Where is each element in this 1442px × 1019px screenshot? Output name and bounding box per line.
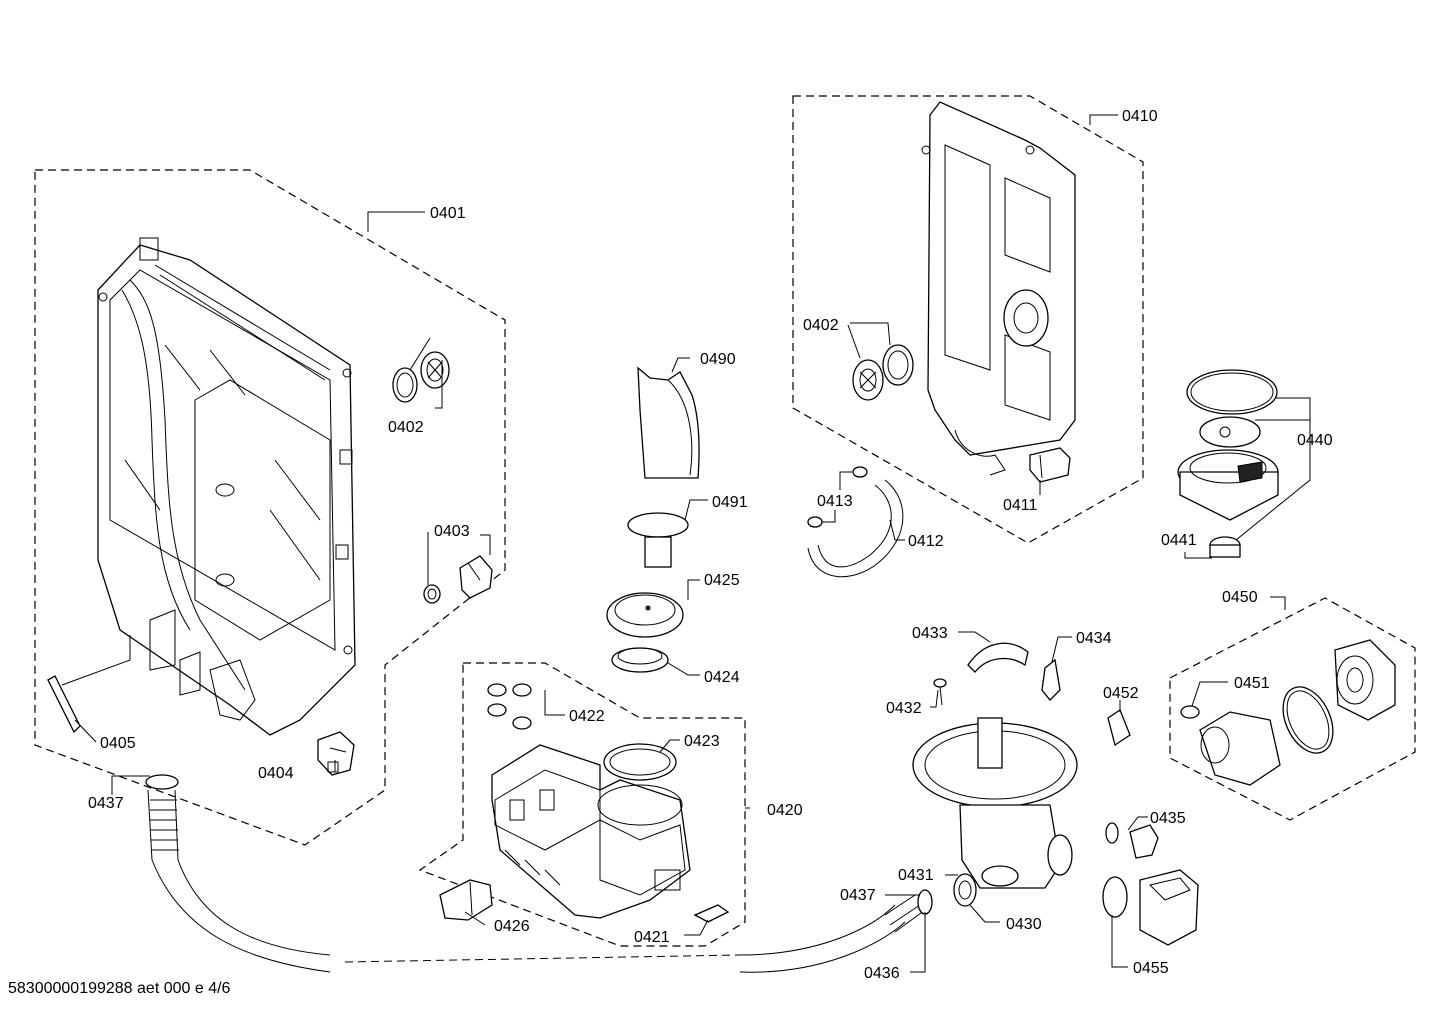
clip-part-0405 [47, 675, 81, 734]
label-0450: 0450 [1222, 589, 1258, 606]
label-0421: 0421 [634, 929, 670, 946]
group-0410-outline [792, 95, 1144, 544]
label-0434: 0434 [1076, 630, 1112, 647]
label-0411: 0411 [1003, 497, 1038, 514]
label-0455: 0455 [1133, 960, 1169, 977]
label-0437-right: 0437 [840, 887, 876, 904]
label-0402-left: 0402 [388, 419, 424, 436]
connector-part-0404 [317, 731, 355, 776]
label-0430: 0430 [1006, 916, 1042, 933]
funnel-cap-0491 [627, 512, 689, 568]
label-0441: 0441 [1161, 532, 1197, 549]
label-0432: 0432 [886, 700, 922, 717]
ring-part-0423 [603, 743, 677, 781]
group-0401-outline [34, 169, 506, 846]
ring-part-0424 [611, 647, 669, 673]
side-panel-part-0410 [921, 101, 1076, 476]
hose-part-0412 [807, 479, 904, 578]
valve-part-0411 [1029, 447, 1071, 483]
heater-pump-0455 [1102, 869, 1199, 946]
sump-part-0430 [912, 717, 1078, 889]
sensor-part-0426 [439, 879, 493, 921]
label-0403: 0403 [434, 523, 470, 540]
label-0440: 0440 [1297, 432, 1333, 449]
label-0424: 0424 [704, 669, 740, 686]
filter-part-0431 [953, 873, 977, 907]
drain-hose-0437 [145, 774, 906, 973]
funnel-part-0490 [637, 366, 700, 479]
seal-part-0435 [1105, 822, 1159, 859]
hose-end-0436 [884, 889, 933, 933]
seal-ring-0440 [1186, 369, 1278, 448]
label-0404: 0404 [258, 765, 294, 782]
label-0426: 0426 [494, 918, 530, 935]
gasket-ring-0402-left [392, 351, 450, 403]
label-0435: 0435 [1150, 810, 1186, 827]
label-0401: 0401 [430, 205, 466, 222]
sensor-part-0441 [1209, 536, 1241, 558]
label-0437-left: 0437 [88, 795, 124, 812]
screw-part-0432 [933, 678, 947, 706]
clip-part-0452 [1107, 709, 1131, 747]
group-0420-outline [418, 662, 746, 947]
label-0490: 0490 [700, 351, 736, 368]
label-0436: 0436 [864, 965, 900, 982]
seal-ring-0450 [1282, 686, 1334, 754]
label-0405: 0405 [100, 735, 136, 752]
label-0431: 0431 [898, 867, 934, 884]
label-0412: 0412 [908, 533, 944, 550]
side-panel-part-0401 [97, 237, 356, 736]
cap-part-0425 [606, 592, 684, 638]
leader-lines [61, 114, 1311, 973]
clip-part-0434 [1041, 658, 1061, 701]
clip-part-0451 [1180, 705, 1200, 719]
seal-set-0422 [487, 683, 532, 730]
label-0422: 0422 [569, 708, 605, 725]
label-0413: 0413 [817, 493, 853, 510]
housing-part-0440 [1177, 449, 1279, 521]
clip-part-0421 [693, 904, 730, 923]
label-0491: 0491 [712, 494, 748, 511]
label-0410: 0410 [1122, 108, 1158, 125]
label-0423: 0423 [684, 733, 720, 750]
document-footer-code: 58300000199288 aet 000 e 4/6 [8, 980, 231, 997]
group-0450-outline [1169, 597, 1416, 821]
label-0420: 0420 [767, 802, 803, 819]
label-0402-right: 0402 [803, 317, 839, 334]
label-0451: 0451 [1234, 675, 1270, 692]
bracket-part-0433 [967, 642, 1029, 673]
valve-part-0403 [423, 555, 493, 604]
label-0452: 0452 [1103, 685, 1139, 702]
label-0425: 0425 [704, 572, 740, 589]
pump-part-0450 [1199, 639, 1396, 786]
label-0433: 0433 [912, 625, 948, 642]
gasket-ring-0402-right [852, 344, 914, 401]
softener-unit-0420 [491, 744, 691, 919]
